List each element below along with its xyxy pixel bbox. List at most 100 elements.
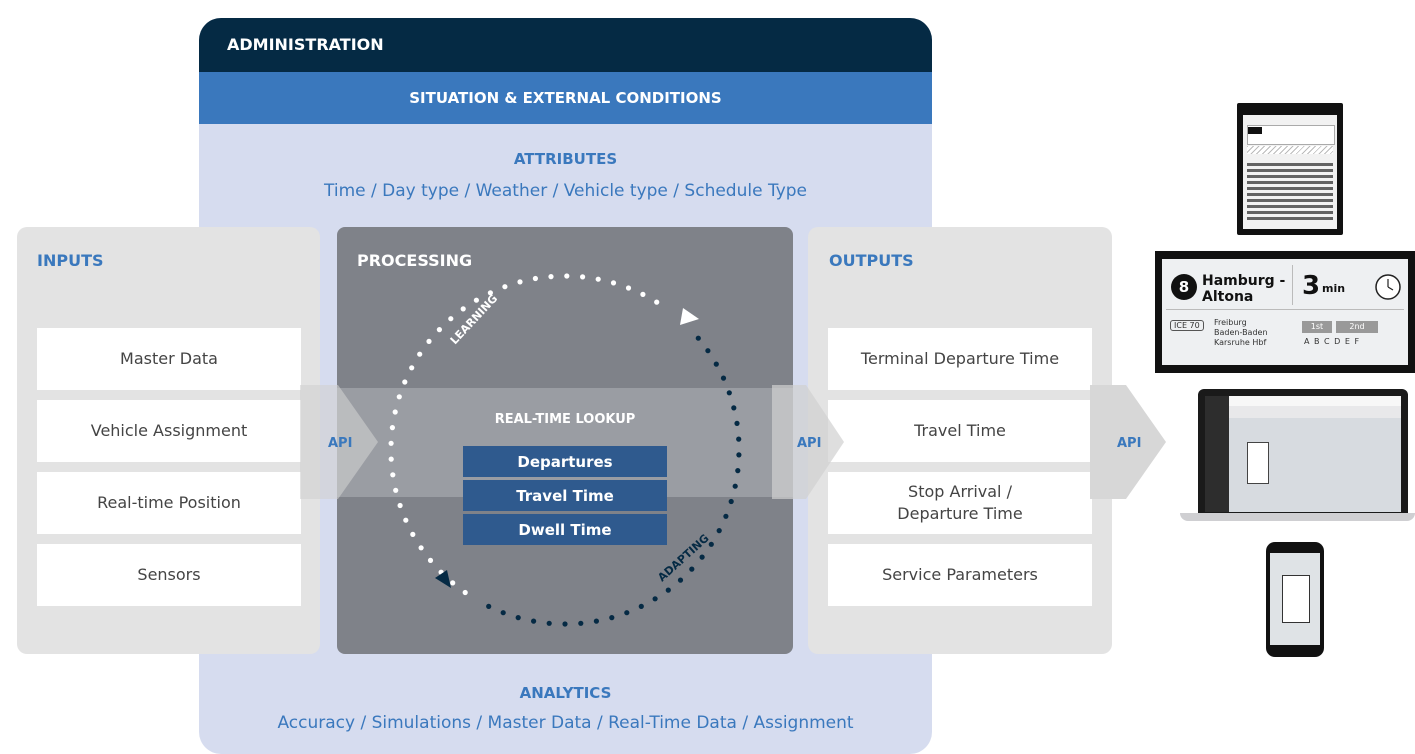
learning-arc-dot — [460, 306, 466, 312]
adapting-arc-dot — [486, 603, 492, 609]
administration-header: ADMINISTRATION — [199, 18, 932, 72]
realtime-lookup-band — [337, 388, 793, 497]
platform-display-device: 8 Hamburg - Altona 3 min ICE 70 Freiburg… — [1155, 251, 1415, 373]
lookup-dwell-time: Dwell Time — [463, 514, 667, 545]
learning-arc-dot — [388, 456, 394, 462]
adapting-arc-dot — [731, 405, 737, 411]
processing-title: PROCESSING — [357, 251, 473, 270]
adapting-arc-dot — [677, 577, 684, 583]
laptop-device — [1198, 389, 1408, 513]
learning-arc-dot — [402, 379, 408, 385]
adapting-arc-dot — [689, 566, 695, 572]
api-label-inputs: API — [328, 436, 353, 451]
output-travel-time: Travel Time — [828, 400, 1092, 462]
output-stop-arrival-departure-time: Stop Arrival / Departure Time — [828, 472, 1092, 534]
adapting-arc-dot — [500, 610, 506, 616]
input-master-data: Master Data — [37, 328, 301, 390]
lookup-travel-time: Travel Time — [463, 480, 667, 511]
learning-arc-dot — [393, 487, 399, 493]
learning-arc-dot — [427, 557, 434, 563]
api-label-outputs: API — [1117, 436, 1142, 451]
learning-arc-dot — [409, 365, 415, 371]
adapting-arc-dot — [531, 618, 537, 624]
platform-display-screen: 8 Hamburg - Altona 3 min ICE 70 Freiburg… — [1162, 259, 1408, 365]
clock-icon — [1375, 274, 1401, 300]
learning-arc-dot — [640, 291, 646, 297]
learning-adapting-cycle: LEARNING ADAPTING — [388, 273, 742, 627]
display-class-1: 1st — [1302, 321, 1332, 333]
learning-arc-dot — [462, 589, 468, 596]
adapting-arc-dot — [652, 596, 658, 602]
output-service-parameters: Service Parameters — [828, 544, 1092, 606]
adapting-arrowhead-icon — [435, 570, 451, 588]
learning-arc-dot — [502, 284, 508, 290]
map-popup — [1247, 442, 1269, 484]
adapting-arc-dot — [726, 390, 732, 396]
laptop-screen — [1205, 396, 1401, 512]
adapting-arc-dot — [736, 452, 742, 458]
adapting-arc-dot — [705, 348, 711, 354]
learning-arc-dot — [450, 580, 456, 586]
adapting-arc-dot — [699, 554, 705, 560]
adapting-arc-dot — [578, 620, 584, 626]
display-minutes-unit: min — [1322, 282, 1346, 295]
adapting-arc-dot — [735, 468, 741, 474]
svg-text:8: 8 — [1179, 278, 1189, 296]
learning-arc-dot — [517, 279, 523, 285]
api-chevron-processing — [772, 385, 844, 499]
adapting-arc-dot — [713, 361, 719, 367]
learning-arc-dot — [392, 409, 398, 415]
learning-arc-dot — [610, 280, 617, 286]
adapting-arc-dot — [732, 483, 738, 489]
learning-arc-dot — [564, 273, 570, 279]
output-stop-arrival-line-2: Departure Time — [897, 504, 1023, 523]
adapting-arc-dot — [624, 610, 630, 616]
output-stop-arrival-line-1: Stop Arrival / — [908, 482, 1012, 501]
input-real-time-position: Real-time Position — [37, 472, 301, 534]
adapting-arc-dot — [695, 335, 701, 341]
analytics-title: ANALYTICS — [519, 684, 612, 702]
api-label-processing: API — [797, 436, 822, 451]
attributes-list: Time / Day type / Weather / Vehicle type… — [323, 181, 807, 201]
learning-arc-dot — [397, 502, 403, 509]
api-chevron-inputs — [300, 385, 378, 499]
situation-bar: SITUATION & EXTERNAL CONDITIONS — [199, 72, 932, 124]
adapting-arc-dot — [638, 603, 644, 609]
phone-screen — [1270, 553, 1320, 645]
learning-arc-dot — [595, 276, 601, 282]
display-train-number: ICE 70 — [1170, 320, 1204, 331]
learning-arc-dot — [426, 338, 432, 344]
adapting-arc-dot — [723, 513, 729, 519]
display-class-2: 2nd — [1336, 321, 1378, 333]
input-vehicle-assignment: Vehicle Assignment — [37, 400, 301, 462]
adapting-arc-dot — [720, 375, 727, 381]
adapting-arc-dot — [515, 615, 521, 621]
learning-arc-dot — [403, 517, 409, 523]
api-chevron-outputs — [1090, 385, 1166, 499]
display-via-stations: Freiburg Baden-Baden Karsruhe Hbf — [1214, 318, 1268, 347]
learning-arc-dot — [487, 290, 493, 296]
lookup-departures: Departures — [463, 446, 667, 477]
adapting-arc-dot — [736, 436, 742, 442]
outputs-title: OUTPUTS — [829, 251, 914, 270]
learning-arc-dot — [410, 531, 416, 537]
output-terminal-departure-time: Terminal Departure Time — [828, 328, 1092, 390]
input-sensors: Sensors — [37, 544, 301, 606]
laptop-base — [1180, 513, 1415, 521]
phone-popup — [1282, 575, 1310, 623]
learning-arc-dot — [396, 394, 402, 400]
learning-arrowhead-icon — [680, 308, 699, 325]
learning-arc-dot — [548, 274, 554, 280]
adapting-arc-dot — [665, 587, 671, 593]
adapting-arc-dot — [593, 618, 599, 624]
learning-arc-dot — [390, 472, 396, 478]
analytics-list: Accuracy / Simulations / Master Data / R… — [277, 713, 854, 733]
display-minutes: 3 — [1302, 271, 1321, 301]
wall-display-device — [1237, 103, 1343, 235]
attributes-title: ATTRIBUTES — [513, 150, 618, 168]
display-sectors: A B C D E F — [1304, 337, 1361, 346]
adapting-arc-dot — [609, 615, 615, 621]
wall-display-screen — [1243, 115, 1337, 229]
adapting-arc-dot — [716, 528, 722, 534]
situation-title: SITUATION & EXTERNAL CONDITIONS — [409, 89, 722, 107]
